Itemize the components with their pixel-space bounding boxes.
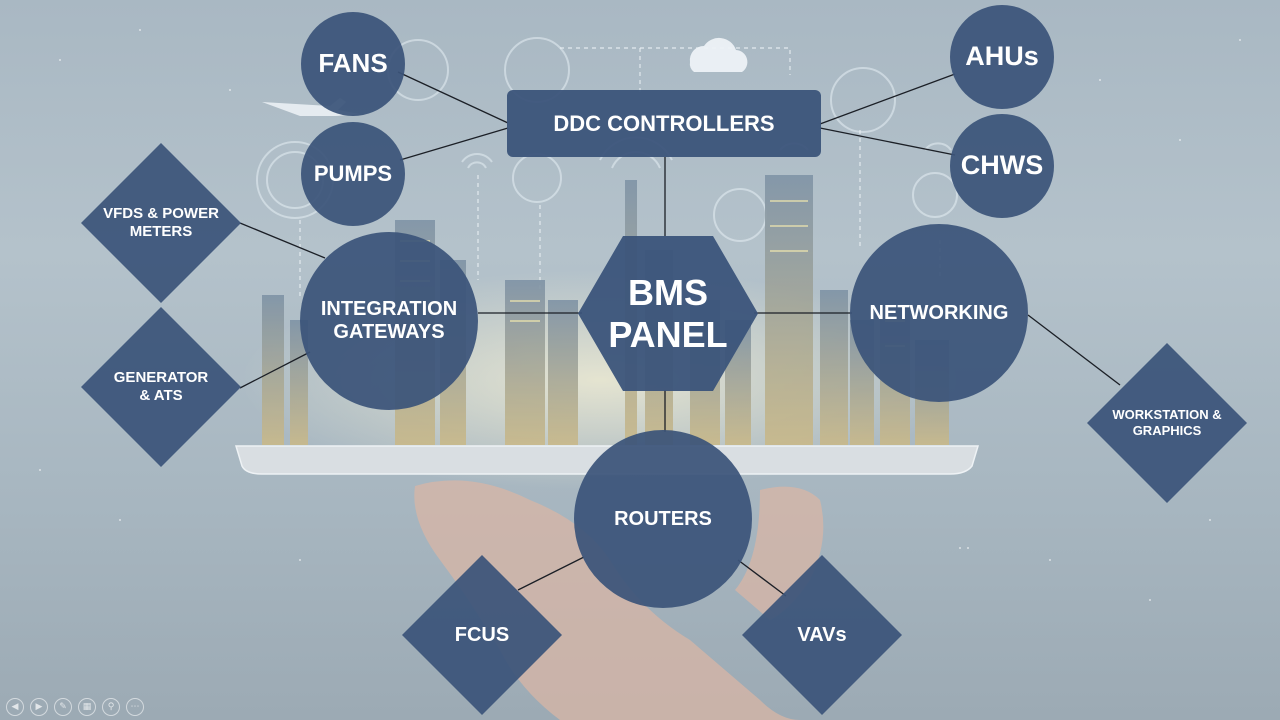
cloud-decor	[689, 37, 748, 72]
pumps-node: PUMPS	[301, 122, 405, 226]
fcus-node: FCUS	[402, 555, 562, 715]
ahus-label: AHUs	[965, 41, 1039, 72]
fcus-label: FCUS	[454, 624, 510, 646]
vavs-node: VAVs	[742, 555, 902, 715]
bms-panel-label: BMS PANEL	[608, 272, 728, 355]
zoom-icon[interactable]: ⚲	[102, 698, 120, 716]
prev-icon[interactable]: ◀	[6, 698, 24, 716]
pen-icon[interactable]: ✎	[54, 698, 72, 716]
vfds-power-meters-label: VFDS & POWER METERS	[103, 205, 219, 240]
ddc-controllers-box: DDC CONTROLLERS	[507, 90, 821, 157]
slideshow-controls: ◀ ▶ ✎ ▦ ⚲ ⋯	[6, 698, 144, 716]
chws-node: CHWS	[950, 114, 1054, 218]
generator-ats-node: GENERATOR & ATS	[81, 307, 241, 467]
pumps-label: PUMPS	[313, 161, 393, 187]
stars-decor	[39, 29, 1241, 601]
networking-label: NETWORKING	[869, 301, 1009, 324]
integration-gateways-label: INTEGRATION GATEWAYS	[320, 298, 458, 343]
routers-label: ROUTERS	[614, 507, 712, 530]
generator-ats-label: GENERATOR & ATS	[113, 369, 209, 404]
slides-icon[interactable]: ▦	[78, 698, 96, 716]
vfds-power-meters-node: VFDS & POWER METERS	[81, 143, 241, 303]
connector-lines	[239, 71, 1121, 597]
networking-node: NETWORKING	[850, 224, 1028, 402]
routers-node: ROUTERS	[574, 430, 752, 608]
integration-gateways-node: INTEGRATION GATEWAYS	[300, 232, 478, 410]
ddc-controllers-label: DDC CONTROLLERS	[553, 110, 775, 136]
chws-label: CHWS	[960, 150, 1044, 181]
more-icon[interactable]: ⋯	[126, 698, 144, 716]
bms-panel-node: BMS PANEL	[578, 236, 758, 391]
vavs-label: VAVs	[797, 624, 847, 646]
workstation-graphics-node: WORKSTATION & GRAPHICS	[1087, 343, 1247, 503]
next-icon[interactable]: ▶	[30, 698, 48, 716]
fans-label: FANS	[318, 48, 388, 79]
ahus-node: AHUs	[950, 5, 1054, 109]
workstation-graphics-label: WORKSTATION & GRAPHICS	[1112, 407, 1222, 438]
fans-node: FANS	[301, 12, 405, 116]
